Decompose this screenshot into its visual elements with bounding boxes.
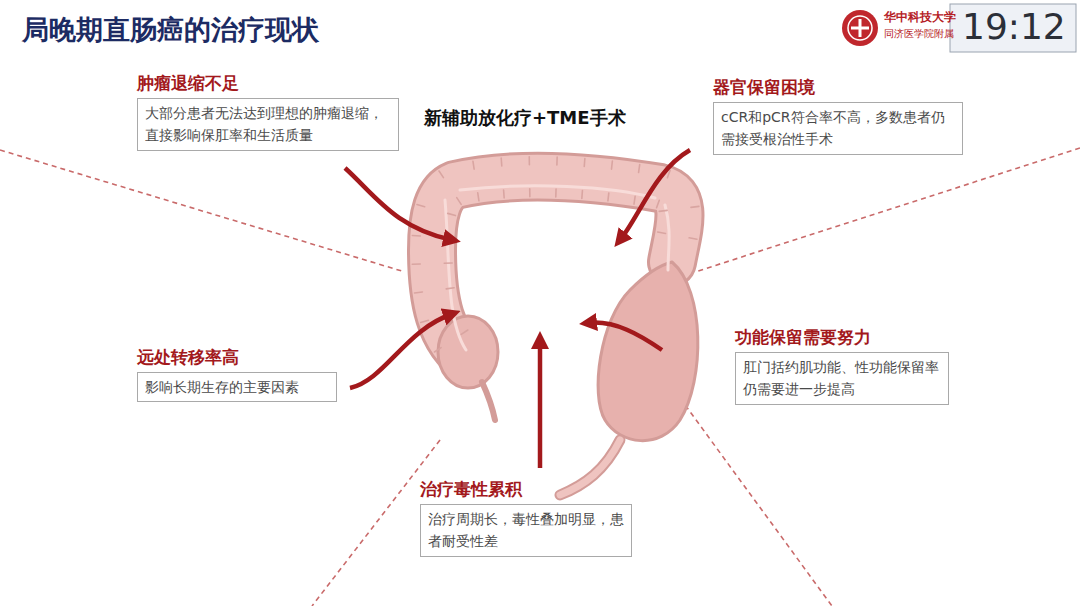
callout-box: 器官保留困境 cCR和pCR符合率不高，多数患者仍需接受根治性手术 <box>713 76 963 155</box>
callout-heading: 治疗毒性累积 <box>420 478 632 500</box>
callout-heading: 远处转移率高 <box>137 346 337 368</box>
callout-text: cCR和pCR符合率不高，多数患者仍需接受根治性手术 <box>713 102 963 155</box>
callout-text: 大部分患者无法达到理想的肿瘤退缩，直接影响保肛率和生活质量 <box>137 98 399 151</box>
logo-text: 华中科技大学 <box>884 9 956 26</box>
callout-box: 功能保留需要努力肛门括约肌功能、性功能保留率仍需要进一步提高 <box>735 326 949 405</box>
clock-time: 19:12 <box>962 6 1066 47</box>
callout-box: 肿瘤退缩不足大部分患者无法达到理想的肿瘤退缩，直接影响保肛率和生活质量 <box>137 72 399 151</box>
callout-text: 肛门括约肌功能、性功能保留率仍需要进一步提高 <box>735 352 949 405</box>
center-label: 新辅助放化疗+TME手术 <box>424 106 626 130</box>
colon <box>412 157 699 495</box>
logo-text: 同济医学院附属 <box>884 27 954 41</box>
callout-box: 治疗毒性累积治疗周期长，毒性叠加明显，患者耐受性差 <box>420 478 632 557</box>
callout-heading: 器官保留困境 <box>713 76 963 98</box>
callout-text: 影响长期生存的主要因素 <box>137 372 337 402</box>
dashed-ray <box>0 148 1080 606</box>
callout-box: 远处转移率高影响长期生存的主要因素 <box>137 346 337 402</box>
logo <box>842 10 878 46</box>
pointer-arrow <box>345 150 690 468</box>
callout-heading: 功能保留需要努力 <box>735 326 949 348</box>
clock-box <box>950 4 1076 52</box>
callout-text: 治疗周期长，毒性叠加明显，患者耐受性差 <box>420 504 632 557</box>
callout-heading: 肿瘤退缩不足 <box>137 72 399 94</box>
slide-title: 局晚期直肠癌的治疗现状 <box>22 12 319 48</box>
